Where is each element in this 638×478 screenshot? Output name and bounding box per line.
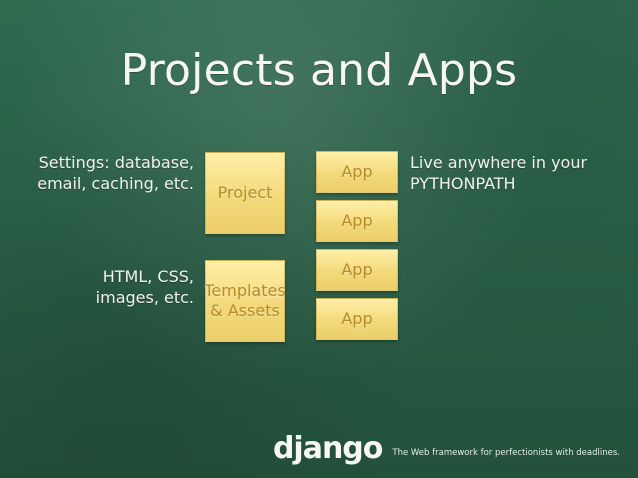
slide-title: Projects and Apps: [120, 45, 518, 96]
settings-label-line-1: Settings: database,: [38, 153, 194, 172]
django-logo: django: [272, 431, 383, 466]
app-box-3-label: App: [341, 260, 373, 279]
pythonpath-label-line-2: PYTHONPATH: [410, 174, 516, 193]
pythonpath-label: Live anywhere in your PYTHONPATH: [410, 152, 620, 194]
assets-label: HTML, CSS, images, etc.: [32, 266, 194, 308]
assets-label-line-2: images, etc.: [95, 288, 194, 307]
footer: django The Web framework for perfectioni…: [273, 434, 620, 464]
settings-label-line-2: email, caching, etc.: [37, 174, 194, 193]
pythonpath-label-line-1: Live anywhere in your: [410, 153, 588, 172]
django-tagline: The Web framework for perfectionists wit…: [392, 448, 620, 458]
templates-assets-line-2: & Assets: [210, 301, 280, 320]
project-box: Project: [205, 152, 285, 234]
assets-label-line-1: HTML, CSS,: [102, 267, 194, 286]
app-box-4: App: [316, 298, 398, 340]
app-box-2: App: [316, 200, 398, 242]
app-box-4-label: App: [341, 309, 373, 328]
templates-assets-box: Templates & Assets: [204, 260, 286, 342]
settings-label: Settings: database, email, caching, etc.: [32, 152, 194, 194]
project-box-label: Project: [217, 183, 273, 202]
app-box-3: App: [316, 249, 398, 291]
app-box-1-label: App: [341, 162, 373, 181]
app-box-1: App: [316, 151, 398, 193]
templates-assets-line-1: Templates: [204, 281, 286, 300]
app-box-2-label: App: [341, 211, 373, 230]
